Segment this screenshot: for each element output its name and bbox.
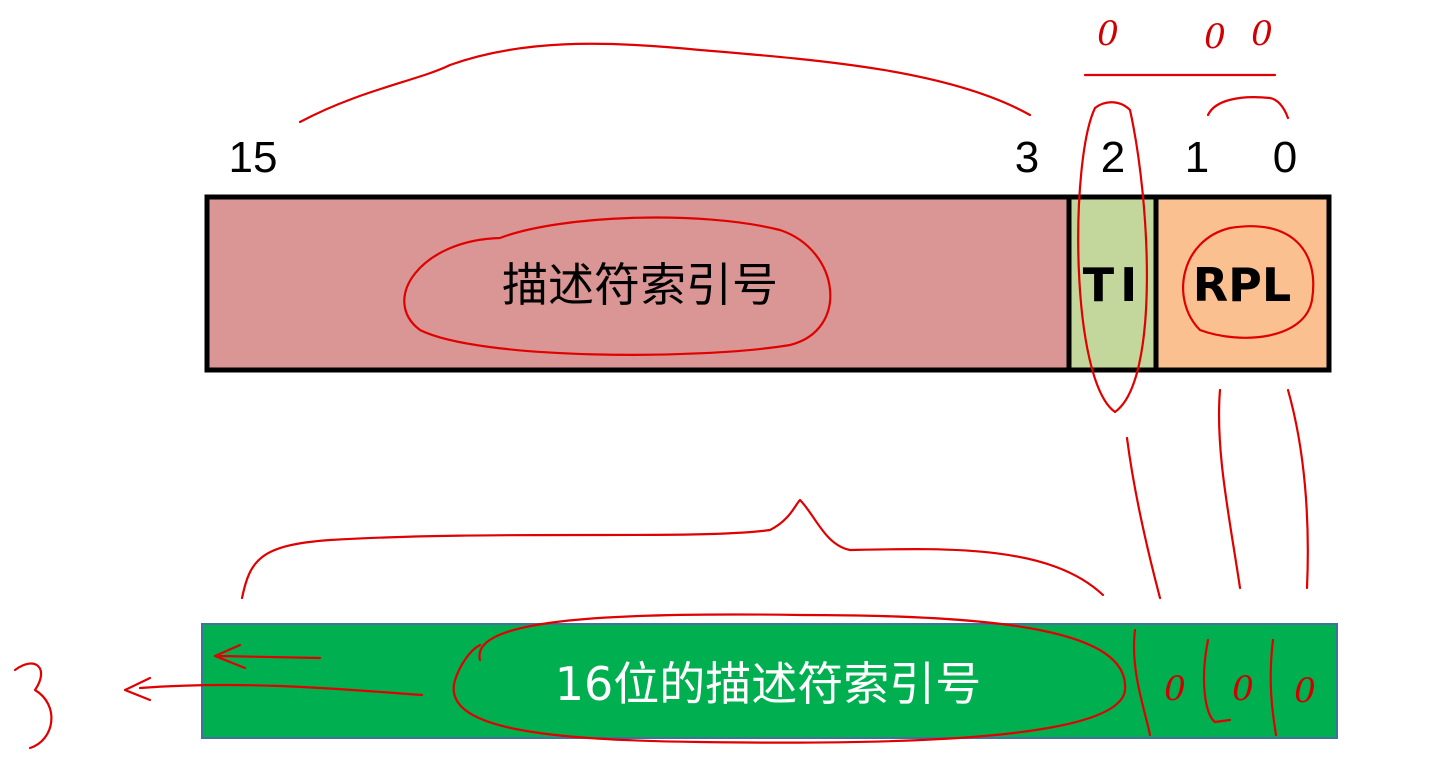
rpl-line2-stroke — [1286, 388, 1309, 590]
bit-label-3: 3 — [1015, 133, 1039, 182]
bit-label-2: 2 — [1101, 133, 1125, 182]
handwritten-annotations: 0 0 0 0 0 0 — [13, 14, 1316, 750]
bar-digit-rpl0: 0 — [1294, 671, 1316, 711]
bottom-bar-label: 16位的描述符索引号 — [555, 657, 982, 711]
rpl-field-label: RPL — [1193, 258, 1291, 312]
ti-field-label: TI — [1083, 258, 1144, 312]
bar-divider-strokes — [1132, 628, 1278, 737]
top-digit-rpl0: 0 — [1251, 14, 1273, 54]
bottom-bar — [201, 623, 1338, 739]
index-field-box — [204, 194, 1072, 373]
bit-label-0: 0 — [1273, 133, 1297, 182]
ti-field-box — [1066, 194, 1159, 373]
number-3-stroke — [13, 662, 53, 750]
rpl-arc-stroke — [1206, 96, 1290, 120]
bit-label-1: 1 — [1185, 133, 1209, 182]
ti-line-stroke — [1125, 436, 1162, 600]
rpl-circle-stroke — [1182, 225, 1315, 339]
index-field-label: 描述符索引号 — [502, 258, 778, 312]
bottom-circle-stroke — [452, 613, 1127, 744]
bit-label-15: 15 — [229, 133, 278, 182]
bottom-brace-stroke — [240, 498, 1105, 600]
rpl-line1-stroke — [1217, 388, 1242, 590]
top-brace-stroke — [298, 42, 1032, 124]
bar-digit-rpl1: 0 — [1232, 669, 1254, 709]
ti-circle-stroke — [1077, 101, 1149, 414]
index-circle-stroke — [403, 216, 832, 356]
top-digit-rpl1: 0 — [1204, 17, 1226, 57]
left-arrow-stroke — [213, 643, 322, 670]
bar-digit-ti: 0 — [1164, 669, 1186, 709]
top-digit-ti: 0 — [1097, 14, 1119, 54]
long-arrow-stroke — [123, 676, 424, 702]
